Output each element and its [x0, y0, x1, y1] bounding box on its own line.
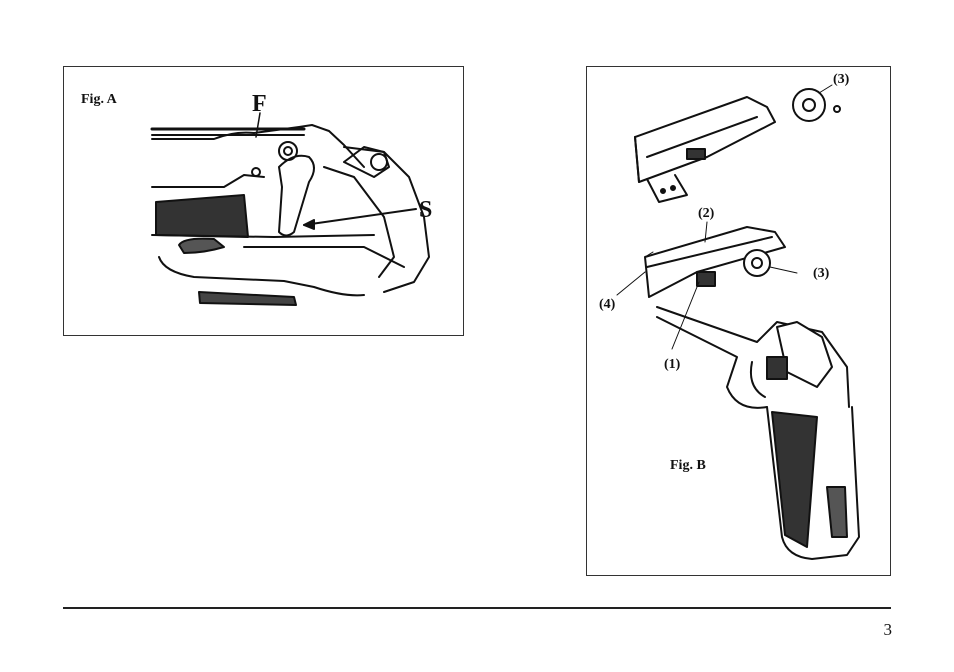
- figure-b-caption: Fig. B: [670, 458, 706, 474]
- pistol-disassembly-illustration: [587, 67, 892, 577]
- callout-1: (1): [664, 358, 680, 372]
- callout-3-lower: (3): [813, 267, 829, 281]
- footer-rule: [63, 607, 891, 609]
- callout-3-top: (3): [833, 73, 849, 87]
- figure-a: Fig. A F S: [63, 66, 464, 336]
- callout-2: (2): [698, 207, 714, 221]
- figure-a-caption: Fig. A: [81, 92, 117, 108]
- figure-b: Fig. B (1) (2) (3) (3) (4): [586, 66, 891, 576]
- page-number: 3: [872, 620, 892, 640]
- safety-fire-label: F: [252, 92, 267, 116]
- callout-4: (4): [599, 298, 615, 312]
- safety-safe-label: S: [419, 198, 432, 222]
